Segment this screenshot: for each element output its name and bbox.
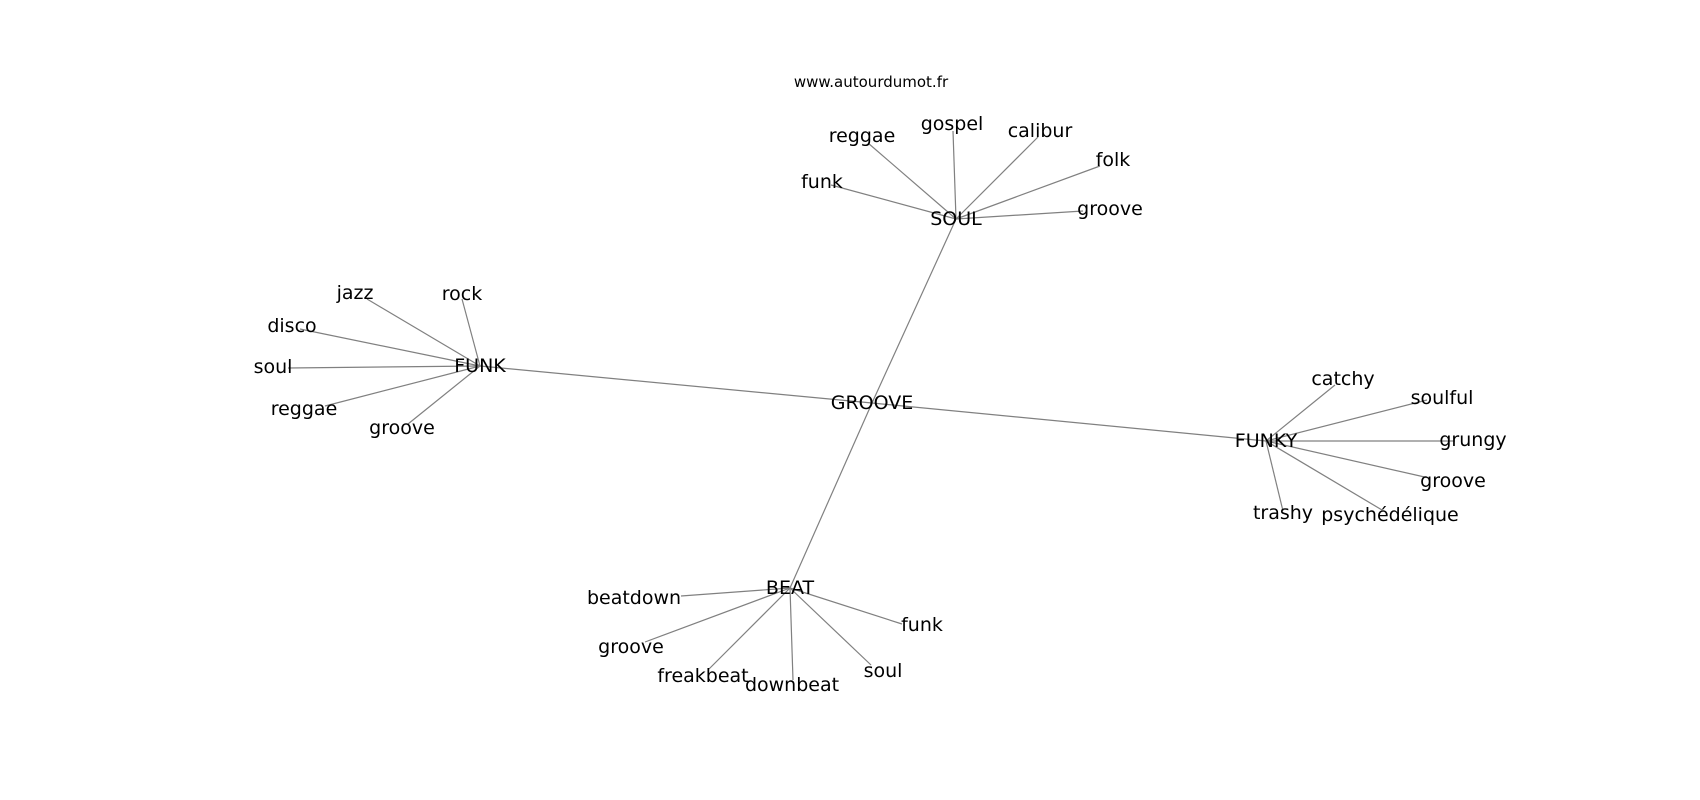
edge-funky-3 <box>1265 440 1430 479</box>
edge-funky-5 <box>1265 440 1383 511</box>
center-node-label: GROOVE <box>831 392 914 414</box>
edge-funk-1 <box>461 298 481 367</box>
leaf-node-label: jazz <box>336 282 374 304</box>
graph-edges <box>287 130 1455 681</box>
edge-beat-2 <box>708 587 791 670</box>
leaf-node-label: downbeat <box>745 674 839 696</box>
leaf-node-label: disco <box>267 315 316 337</box>
leaf-node-label: soulful <box>1411 387 1474 409</box>
edge-funky-1 <box>1265 399 1428 442</box>
edge-center-funk <box>479 365 873 404</box>
edge-beat-3 <box>789 587 794 681</box>
hub-node-label: FUNK <box>454 355 506 377</box>
edge-beat-4 <box>789 587 872 666</box>
edge-center-soul <box>871 218 957 404</box>
hub-node-label: BEAT <box>766 577 815 599</box>
edge-center-funky <box>871 402 1267 442</box>
edge-soul-0 <box>867 142 957 220</box>
edge-funky-4 <box>1265 440 1284 512</box>
graph-nodes: GROOVE SOUL reggae gospel calibur folk funk gro… <box>254 113 1507 696</box>
leaf-node-label: rock <box>442 283 482 305</box>
edge-soul-3 <box>955 165 1101 220</box>
leaf-node-label: groove <box>598 636 664 658</box>
edge-beat-5 <box>789 587 903 625</box>
leaf-node-label: calibur <box>1008 120 1073 142</box>
edge-funk-3 <box>287 365 481 369</box>
edge-funky-0 <box>1265 384 1336 442</box>
leaf-node-label: gospel <box>921 113 984 135</box>
edge-beat-1 <box>644 587 791 643</box>
leaf-node-label: catchy <box>1311 368 1374 390</box>
watermark-text: www.autourdumot.fr <box>794 73 949 91</box>
leaf-node-label: freakbeat <box>657 665 748 687</box>
leaf-node-label: reggae <box>271 398 338 420</box>
edge-beat-0 <box>680 587 791 597</box>
edge-funk-5 <box>407 365 481 425</box>
edge-soul-2 <box>955 136 1039 220</box>
leaf-node-label: groove <box>1077 198 1143 220</box>
leaf-node-label: folk <box>1096 149 1131 171</box>
hub-node-label: SOUL <box>930 208 982 230</box>
leaf-node-label: grungy <box>1439 429 1506 451</box>
leaf-node-label: reggae <box>829 125 896 147</box>
leaf-node-label: soul <box>864 660 903 682</box>
leaf-node-label: funk <box>801 171 843 193</box>
edge-funk-2 <box>299 328 481 367</box>
hub-node-label: FUNKY <box>1235 430 1298 452</box>
leaf-node-label: psychédélique <box>1321 504 1458 526</box>
edge-center-beat <box>789 402 873 589</box>
edge-funk-4 <box>324 365 481 407</box>
leaf-node-label: groove <box>1420 470 1486 492</box>
leaf-node-label: beatdown <box>587 587 681 609</box>
leaf-node-label: funk <box>901 614 943 636</box>
edge-funk-0 <box>366 298 481 367</box>
edge-soul-5 <box>955 210 1084 220</box>
leaf-node-label: soul <box>254 356 293 378</box>
edge-soul-1 <box>952 130 957 220</box>
leaf-node-label: groove <box>369 417 435 439</box>
leaf-node-label: trashy <box>1253 502 1313 524</box>
edge-soul-4 <box>830 184 957 220</box>
